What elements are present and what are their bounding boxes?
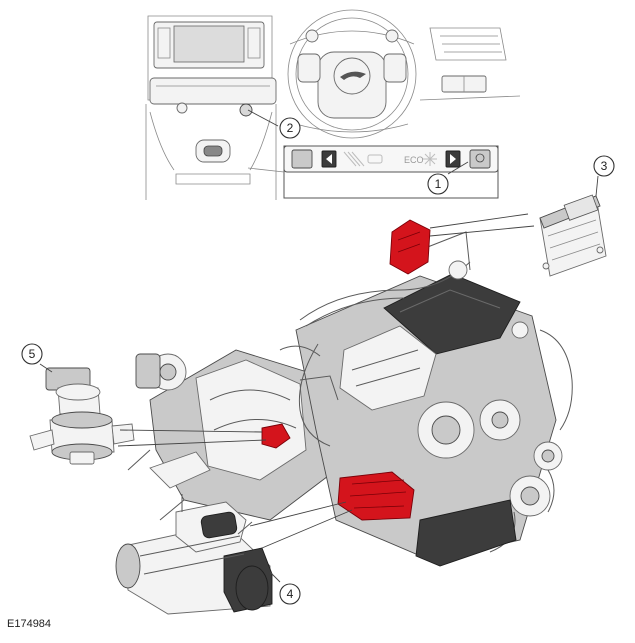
callout-3-number: 3 [601, 159, 608, 173]
callout-3: 3 [593, 155, 615, 177]
callout-2: 2 [279, 117, 301, 139]
valve-highlight [261, 423, 291, 449]
callout-4: 4 [279, 583, 301, 605]
starter-motor [115, 494, 273, 615]
solenoid-valve [29, 367, 135, 465]
callout-1: 1 [427, 173, 449, 195]
callout-4-number: 4 [287, 587, 294, 601]
callout-1-number: 1 [435, 177, 442, 191]
drive-mode-control-panel: ECO [247, 145, 499, 199]
figure-id-label: E174984 [7, 618, 52, 630]
eco-mode-label: ECO [404, 155, 424, 165]
engine-assembly [127, 231, 573, 567]
callout-2-number: 2 [287, 121, 294, 135]
track-mode-icon [343, 151, 365, 167]
starter-motor-highlight [337, 471, 415, 521]
dashboard-illustration [145, 9, 521, 200]
engine-control-module [539, 194, 607, 277]
snow-mode-icon [423, 152, 437, 166]
comfort-mode-icon [367, 154, 383, 164]
callout-5-number: 5 [29, 347, 36, 361]
callout-5: 5 [21, 343, 43, 365]
leader-lines [39, 109, 599, 583]
fuel-pump-highlight [389, 219, 431, 275]
